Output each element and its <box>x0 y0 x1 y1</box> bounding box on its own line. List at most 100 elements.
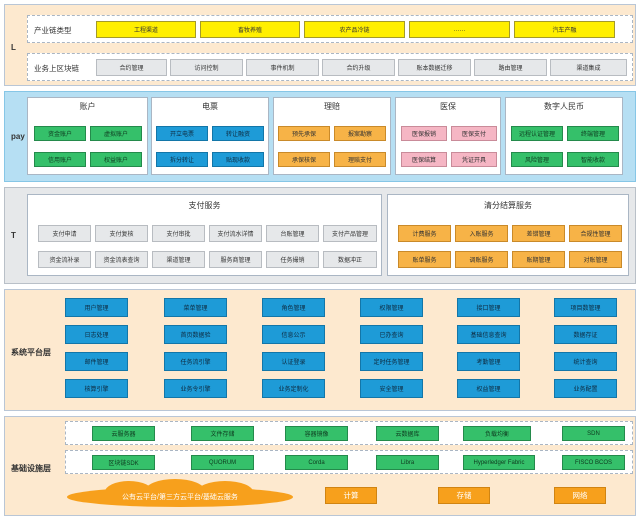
t-item[interactable]: 差错管理 <box>512 225 565 242</box>
industry-item[interactable]: 汽车产融 <box>514 21 615 38</box>
t-item[interactable]: 支付审批 <box>152 225 205 242</box>
layer-infrastructure-label: 基础设施层 <box>11 464 51 473</box>
system-item[interactable]: 项目数管理 <box>554 298 617 317</box>
cloud-service-item[interactable]: 负载均衡 <box>463 426 531 441</box>
panel-title: 支付服务 <box>188 201 221 210</box>
industry-item[interactable]: 工程渠道 <box>96 21 196 38</box>
system-item[interactable]: 用户管理 <box>65 298 128 317</box>
chain-item[interactable]: Corda <box>285 455 348 470</box>
system-item[interactable]: 权限管理 <box>360 298 423 317</box>
system-item[interactable]: 邮件管理 <box>65 352 128 371</box>
t-item[interactable]: 账单服务 <box>398 251 451 268</box>
layer-infrastructure: 基础设施层 云服务器 文件存储 容器镜像 云数据库 负载均衡 SDN 区块链SD… <box>4 416 636 516</box>
business-item[interactable]: 访问控制 <box>170 59 243 76</box>
pay-item[interactable]: 贴现收款 <box>212 152 264 167</box>
t-item[interactable]: 对账管理 <box>569 251 622 268</box>
system-item[interactable]: 信息公示 <box>262 325 325 344</box>
resource-network[interactable]: 网络 <box>554 487 606 504</box>
cloud-service-item[interactable]: 云服务器 <box>92 426 155 441</box>
pay-item[interactable]: 虚拟账户 <box>90 126 142 141</box>
pay-item[interactable]: 医保结算 <box>401 152 447 167</box>
t-item[interactable]: 支付申请 <box>38 225 91 242</box>
pay-item[interactable]: 风险管理 <box>511 152 563 167</box>
pay-item[interactable]: 医保支付 <box>451 126 497 141</box>
system-item[interactable]: 任务流引擎 <box>164 352 227 371</box>
resource-compute[interactable]: 计算 <box>325 487 377 504</box>
business-item[interactable]: 渠道集成 <box>550 59 627 76</box>
t-item[interactable]: 任务撮销 <box>266 251 319 268</box>
chain-item[interactable]: Libra <box>376 455 439 470</box>
system-item[interactable]: 已办查询 <box>360 325 423 344</box>
panel-claims: 理赔 预先承保 报案勘察 承保核保 理赔支付 <box>273 97 391 175</box>
pay-item[interactable]: 拆分转让 <box>156 152 208 167</box>
system-item[interactable]: 权益管理 <box>457 379 520 398</box>
panel-title: 账户 <box>79 102 96 111</box>
t-item[interactable]: 支付流水详情 <box>209 225 262 242</box>
pay-item[interactable]: 智能收款 <box>567 152 619 167</box>
business-item[interactable]: 合约管理 <box>96 59 167 76</box>
pay-item[interactable]: 资金账户 <box>34 126 86 141</box>
chain-item[interactable]: QUORUM <box>191 455 254 470</box>
cloud-service-item[interactable]: 文件存储 <box>191 426 254 441</box>
business-item[interactable]: 账本数据迁移 <box>398 59 471 76</box>
system-item[interactable]: 业务令引擎 <box>164 379 227 398</box>
pay-item[interactable]: 凭证开具 <box>451 152 497 167</box>
system-item[interactable]: 日志处理 <box>65 325 128 344</box>
t-item[interactable]: 合规性管理 <box>569 225 622 242</box>
cloud-service-item[interactable]: 云数据库 <box>376 426 439 441</box>
system-item[interactable]: 定时任务管理 <box>360 352 423 371</box>
system-item[interactable]: 安全管理 <box>360 379 423 398</box>
t-item[interactable]: 服务商管理 <box>209 251 262 268</box>
pay-item[interactable]: 权益账户 <box>90 152 142 167</box>
t-item[interactable]: 调账服务 <box>455 251 508 268</box>
pay-item[interactable]: 远程认证管理 <box>511 126 563 141</box>
system-item[interactable]: 核算引擎 <box>65 379 128 398</box>
t-item[interactable]: 资金流补录 <box>38 251 91 268</box>
t-item[interactable]: 账期管理 <box>512 251 565 268</box>
system-item[interactable]: 考勤管理 <box>457 352 520 371</box>
system-item[interactable]: 角色管理 <box>262 298 325 317</box>
system-item[interactable]: 首页数据验 <box>164 325 227 344</box>
t-item[interactable]: 台账管理 <box>266 225 319 242</box>
system-item[interactable]: 业务配置 <box>554 379 617 398</box>
pay-item[interactable]: 转让融资 <box>212 126 264 141</box>
panel-bill: 电票 开立电票 转让融资 拆分转让 贴现收款 <box>151 97 269 175</box>
cloud-service-item[interactable]: SDN <box>562 426 625 441</box>
t-item[interactable]: 数据冲正 <box>323 251 377 268</box>
pay-item[interactable]: 医保报销 <box>401 126 447 141</box>
t-item[interactable]: 资金流表查询 <box>95 251 148 268</box>
industry-item[interactable]: 畜牧养殖 <box>200 21 300 38</box>
pay-item[interactable]: 信用账户 <box>34 152 86 167</box>
pay-item[interactable]: 承保核保 <box>278 152 330 167</box>
system-item[interactable]: 基础信息查询 <box>457 325 520 344</box>
t-item[interactable]: 入账服务 <box>455 225 508 242</box>
t-item[interactable]: 渠道管理 <box>152 251 205 268</box>
industry-item[interactable]: 农产品冷链 <box>304 21 405 38</box>
layer-pay: pay 账户 资金账户 虚拟账户 信用账户 权益账户 电票 开立电票 转让融资 … <box>4 91 636 182</box>
t-item[interactable]: 支付产品管理 <box>323 225 377 242</box>
chain-item[interactable]: FISCO BCOS <box>562 455 625 470</box>
system-item[interactable]: 认证登录 <box>262 352 325 371</box>
business-item[interactable]: 合约升级 <box>322 59 395 76</box>
industry-item[interactable]: …… <box>409 21 510 38</box>
system-item[interactable]: 菜单管理 <box>164 298 227 317</box>
cloud-service-item[interactable]: 容器镜像 <box>285 426 348 441</box>
pay-item[interactable]: 终端管理 <box>567 126 619 141</box>
cloud-services-row: 云服务器 文件存储 容器镜像 云数据库 负载均衡 SDN <box>65 421 633 445</box>
system-item[interactable]: 业务定制化 <box>262 379 325 398</box>
t-item[interactable]: 计费服务 <box>398 225 451 242</box>
pay-item[interactable]: 理赔支付 <box>334 152 386 167</box>
chain-item[interactable]: Hyperledger Fabric <box>463 455 535 470</box>
pay-item[interactable]: 开立电票 <box>156 126 208 141</box>
pay-item[interactable]: 预先承保 <box>278 126 330 141</box>
chain-item[interactable]: 区块链SDK <box>92 455 155 470</box>
business-item[interactable]: 路由管理 <box>474 59 547 76</box>
pay-item[interactable]: 报案勘察 <box>334 126 386 141</box>
system-item[interactable]: 统计查询 <box>554 352 617 371</box>
resource-storage[interactable]: 存储 <box>438 487 490 504</box>
system-item[interactable]: 接口管理 <box>457 298 520 317</box>
layer-system-label: 系统平台层 <box>11 348 51 357</box>
system-item[interactable]: 数据存证 <box>554 325 617 344</box>
business-item[interactable]: 事件机制 <box>246 59 319 76</box>
t-item[interactable]: 支付复核 <box>95 225 148 242</box>
